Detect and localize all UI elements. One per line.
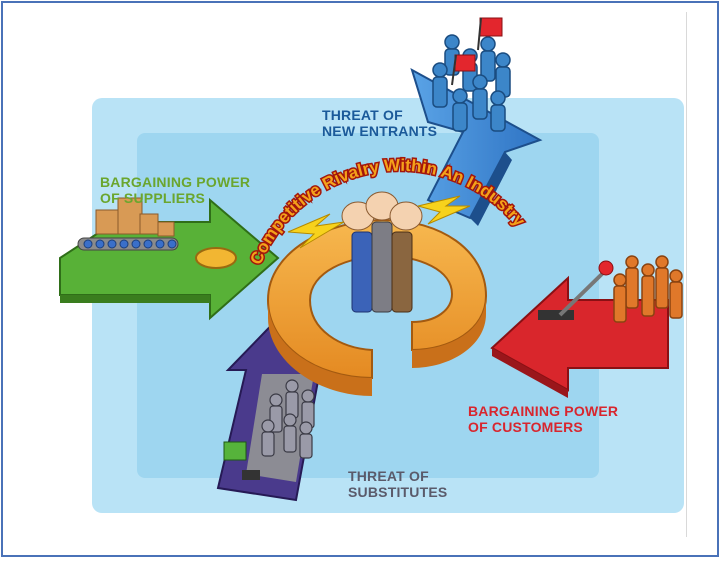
customers-label: BARGAINING POWER OF CUSTOMERS	[468, 403, 618, 435]
new-entrants-crowd-icon	[432, 17, 511, 132]
rivalry-ring	[266, 218, 488, 396]
substitutes-line2: SUBSTITUTES	[348, 484, 448, 500]
suppliers-line2: OF SUPPLIERS	[100, 190, 206, 206]
suppliers-label: BARGAINING POWER OF SUPPLIERS	[100, 174, 250, 206]
lightning-icon	[287, 195, 471, 249]
customers-line2: OF CUSTOMERS	[468, 419, 583, 435]
rivalry-fists-icon	[341, 191, 423, 313]
suppliers-line1: BARGAINING POWER	[100, 174, 251, 190]
customers-lever-icon	[538, 255, 683, 323]
new-entrants-line2: NEW ENTRANTS	[322, 123, 438, 139]
new-entrants-line1: THREAT OF	[322, 107, 403, 123]
right-divider	[686, 12, 687, 537]
substitutes-people-icon	[223, 379, 315, 480]
customers-line1: BARGAINING POWER	[468, 403, 619, 419]
suppliers-conveyor-icon	[77, 197, 237, 269]
substitutes-label: THREAT OF SUBSTITUTES	[348, 468, 447, 500]
new-entrants-label: THREAT OF NEW ENTRANTS	[322, 107, 437, 139]
substitutes-line1: THREAT OF	[348, 468, 429, 484]
